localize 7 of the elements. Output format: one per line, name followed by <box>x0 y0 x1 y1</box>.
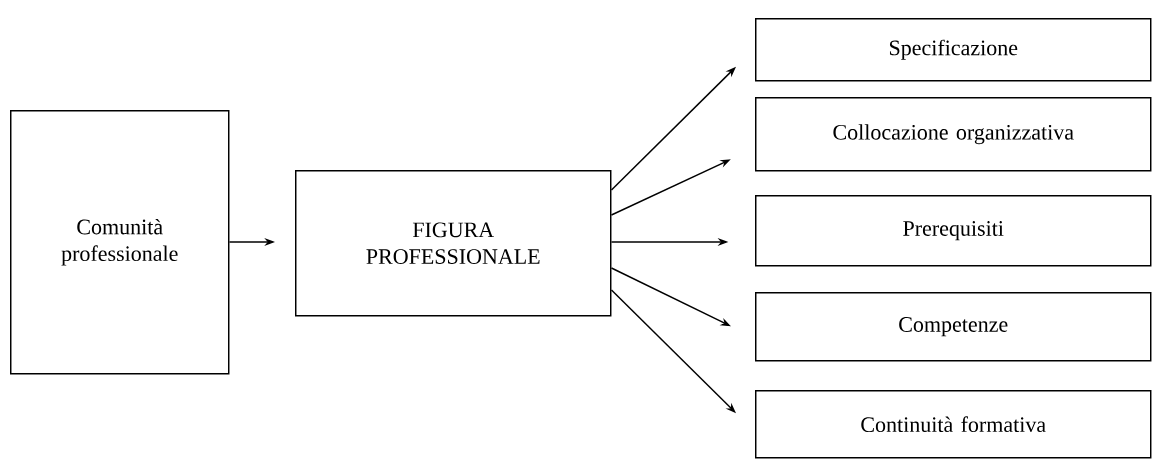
text-box: Continuità formativa <box>755 390 1152 459</box>
text-box: Comunità professionale <box>10 110 230 375</box>
text-box: Prerequisiti <box>755 195 1152 267</box>
text-box: FIGURA PROFESSIONALE <box>295 170 612 317</box>
text-box: Specificazione <box>755 18 1152 82</box>
text-box: Competenze <box>755 292 1152 362</box>
text-box: Collocazione organizzativa <box>755 97 1152 172</box>
